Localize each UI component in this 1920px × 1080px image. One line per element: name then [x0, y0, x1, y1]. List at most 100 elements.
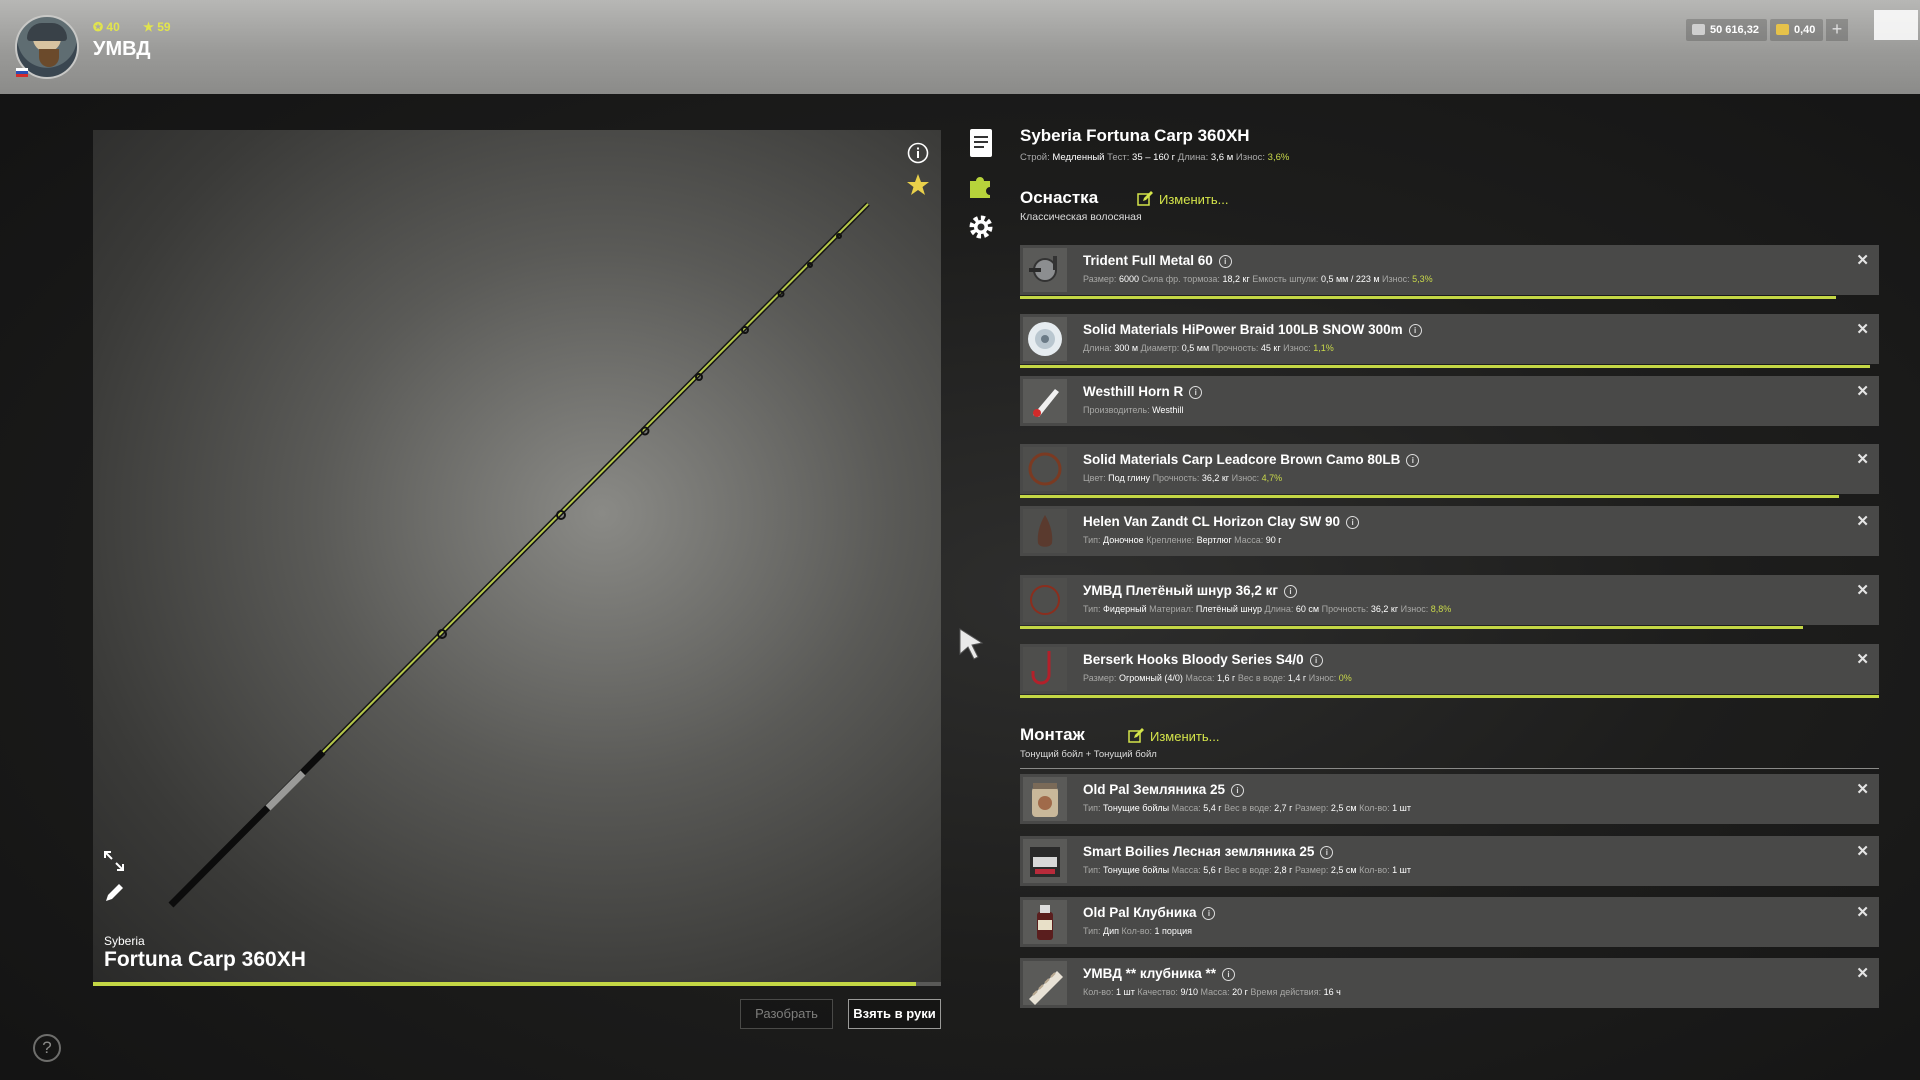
corner-menu-button[interactable]	[1874, 10, 1918, 40]
item-name-text: Solid Materials Carp Leadcore Brown Camo…	[1083, 452, 1401, 467]
hook-icon	[1022, 646, 1068, 692]
change-rig-label: Изменить...	[1159, 191, 1229, 207]
rod-specs: Строй: Медленный Тест: 35 – 160 г Длина:…	[1020, 152, 1289, 163]
rank-indicator: ★ 59	[143, 20, 171, 34]
detail-value: 20 г	[1232, 987, 1248, 997]
remove-item-close-icon[interactable]: ✕	[1856, 904, 1869, 921]
item-name-text: Old Pal Земляника 25	[1083, 782, 1225, 797]
player-stats: ✪ 40 ★ 59	[93, 20, 191, 34]
detail-value: Плетёный шнур	[1195, 604, 1262, 614]
item-details: Кол-во: 1 шт Качество: 9/10 Масса: 20 г …	[1083, 987, 1341, 997]
item-info-icon[interactable]: i	[1320, 846, 1334, 859]
item-details: Производитель: Westhill	[1083, 405, 1183, 415]
rig-item[interactable]: Solid Materials Carp Leadcore Brown Camo…	[1020, 444, 1879, 498]
detail-label: Износ:	[1231, 473, 1262, 483]
detail-label: Масса:	[1171, 803, 1204, 813]
item-details: Размер: 6000 Сила фр. тормоза: 18,2 кг Е…	[1083, 274, 1433, 284]
item-name: УМВД Плетёный шнур 36,2 кг i	[1083, 583, 1298, 598]
detail-value: 4,7%	[1261, 473, 1283, 483]
remove-item-close-icon[interactable]: ✕	[1856, 451, 1869, 468]
item-info-icon[interactable]: i	[1309, 654, 1323, 667]
detail-value: Вертлюг	[1196, 535, 1232, 545]
detail-value: Westhill	[1152, 405, 1184, 415]
remove-item-close-icon[interactable]: ✕	[1856, 321, 1869, 338]
detail-value: 1,6 г	[1217, 673, 1236, 683]
fullscreen-icon[interactable]	[102, 849, 126, 873]
detail-label: Производитель:	[1083, 405, 1153, 415]
item-info-icon[interactable]: i	[1218, 255, 1232, 268]
silver-balance: 50 616,32	[1686, 19, 1767, 41]
remove-item-close-icon[interactable]: ✕	[1856, 252, 1869, 269]
tab-details[interactable]	[966, 128, 996, 158]
remove-item-close-icon[interactable]: ✕	[1856, 582, 1869, 599]
item-name-text: УМВД Плетёный шнур 36,2 кг	[1083, 583, 1279, 598]
gear-icon	[969, 215, 993, 239]
tab-settings[interactable]	[966, 212, 996, 242]
remove-item-close-icon[interactable]: ✕	[1856, 965, 1869, 982]
item-info-icon[interactable]: i	[1284, 585, 1298, 598]
remove-item-close-icon[interactable]: ✕	[1856, 513, 1869, 530]
mount-section-title: Монтаж	[1020, 725, 1085, 744]
detail-label: Кол-во:	[1359, 865, 1393, 875]
detail-value: 9/10	[1180, 987, 1198, 997]
item-details: Размер: Огромный (4/0) Масса: 1,6 г Вес …	[1083, 673, 1352, 683]
detail-value: 5,3%	[1412, 274, 1433, 284]
change-rig-link[interactable]: Изменить...	[1137, 191, 1228, 207]
rod-durability-bar	[93, 982, 941, 986]
leadcore-icon	[1022, 446, 1068, 492]
item-name-text: Westhill Horn R	[1083, 384, 1184, 399]
top-bar: ✪ 40 ★ 59 УМВД 50 616,32 0,40 +	[0, 0, 1920, 94]
item-name-text: Smart Boilies Лесная земляника 25	[1083, 844, 1315, 859]
take-in-hands-button[interactable]: Взять в руки	[848, 999, 941, 1029]
remove-item-close-icon[interactable]: ✕	[1856, 651, 1869, 668]
item-info-icon[interactable]: i	[1230, 784, 1244, 797]
item-name: Solid Materials HiPower Braid 100LB SNOW…	[1083, 322, 1422, 337]
detail-value: 2,5 см	[1330, 865, 1357, 875]
item-info-icon[interactable]: i	[1406, 454, 1420, 467]
item-info-icon[interactable]: i	[1408, 324, 1422, 337]
change-mount-link[interactable]: Изменить...	[1128, 728, 1219, 744]
item-info-icon[interactable]: i	[1202, 907, 1216, 920]
favorite-star-icon[interactable]	[906, 173, 930, 197]
add-currency-button[interactable]: +	[1826, 19, 1848, 41]
detail-value: 90 г	[1265, 535, 1282, 545]
detail-value: 300 м	[1114, 343, 1139, 353]
item-durability-bar	[1020, 296, 1837, 299]
detail-label: Крепление:	[1146, 535, 1197, 545]
info-icon[interactable]	[906, 141, 930, 165]
remove-item-close-icon[interactable]: ✕	[1856, 781, 1869, 798]
item-info-icon[interactable]: i	[1221, 968, 1235, 981]
rig-item[interactable]: Solid Materials HiPower Braid 100LB SNOW…	[1020, 314, 1879, 368]
player-name: УМВД	[93, 38, 151, 60]
detail-label: Износ:	[1382, 274, 1413, 284]
item-details: Тип: Доночное Крепление: Вертлюг Масса: …	[1083, 535, 1282, 545]
disassemble-button[interactable]: Разобрать	[740, 999, 833, 1029]
detail-value: Тонущие бойлы	[1103, 803, 1170, 813]
tab-equipment[interactable]	[966, 170, 996, 200]
detail-value: 36,2 кг	[1370, 604, 1399, 614]
item-details: Цвет: Под глину Прочность: 36,2 кг Износ…	[1083, 473, 1282, 483]
help-button[interactable]: ?	[33, 1034, 61, 1062]
item-info-icon[interactable]: i	[1189, 386, 1203, 399]
level-value: 40	[106, 20, 120, 34]
rename-pencil-icon[interactable]	[102, 881, 126, 905]
remove-item-close-icon[interactable]: ✕	[1856, 383, 1869, 400]
item-info-icon[interactable]: i	[1346, 516, 1360, 529]
spec-label: Длина:	[1177, 152, 1211, 163]
spec-label: Износ:	[1235, 152, 1268, 163]
rig-section-title: Оснастка	[1020, 188, 1099, 207]
remove-item-close-icon[interactable]: ✕	[1856, 843, 1869, 860]
rod-preview[interactable]	[93, 130, 941, 982]
